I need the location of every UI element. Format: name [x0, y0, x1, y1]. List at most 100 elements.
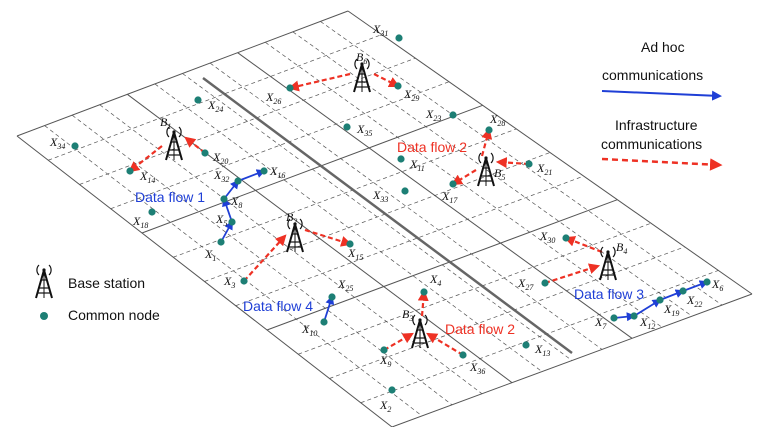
node-label-x10: X10	[301, 322, 317, 338]
node-x10	[320, 318, 328, 326]
legend-adhoc: Ad hoc communications	[601, 39, 722, 101]
node-label-x22: X22	[686, 293, 702, 309]
infra-link-b1-x14	[128, 145, 163, 173]
adhoc-link-x8-x32	[223, 179, 240, 200]
node-label-main: X	[594, 315, 603, 329]
node-label-main: X	[372, 22, 381, 36]
node-label-x18: X18	[132, 214, 148, 230]
node-label-x36: X36	[469, 360, 485, 376]
node-label-main: X	[213, 168, 222, 182]
node-x25	[328, 293, 336, 301]
node-label-main: X	[686, 293, 695, 307]
node-label-x5: X5	[215, 212, 227, 228]
node-label-main: X	[517, 276, 526, 290]
flow-label-3: Data flow 3	[574, 286, 644, 302]
node-label-main: X	[425, 107, 434, 121]
node-label-main: X	[215, 212, 224, 226]
base-station-label-b2: B2	[286, 210, 297, 226]
grid-line	[209, 62, 603, 350]
node-label-x27: X27	[517, 276, 534, 292]
legend-adhoc-arrow	[601, 90, 722, 101]
node-x33	[401, 187, 409, 195]
node-label-x9: X9	[379, 353, 391, 369]
node-x27	[541, 279, 549, 287]
node-label-x3: X3	[223, 274, 235, 290]
node-label-main: X	[265, 90, 274, 104]
node-label-x17: X17	[441, 189, 458, 205]
node-label-x6: X6	[711, 277, 723, 293]
infra-link-x21-b5	[495, 157, 530, 169]
node-label-x7: X7	[594, 315, 607, 331]
node-label-x35: X35	[356, 122, 372, 138]
node-x19	[656, 296, 664, 304]
node-x9	[380, 346, 388, 354]
infra-link-x3-b2	[243, 234, 287, 282]
node-x26	[286, 84, 294, 92]
node-label-sub: 36	[476, 367, 485, 376]
node-label-x28: X28	[489, 112, 505, 128]
grid-line	[265, 41, 663, 328]
node-label-sub: 8	[238, 201, 242, 210]
infra-link-x36-b3	[426, 332, 464, 356]
infra-link-b5-x17	[451, 169, 477, 186]
legend-common-node-label: Common node	[68, 307, 160, 323]
flow-label-1: Data flow 1	[135, 189, 205, 205]
node-label-main: X	[379, 398, 388, 412]
grid-line	[48, 34, 382, 161]
node-x17	[449, 180, 457, 188]
node-x23	[449, 111, 457, 119]
node-label-x13: X13	[534, 342, 550, 358]
node-label-sub: 20	[220, 157, 228, 166]
node-label-main: X	[409, 157, 418, 171]
node-label-main: X	[269, 164, 278, 178]
base-station-label-main: B	[402, 307, 410, 321]
legend-infra-arrow	[601, 157, 723, 171]
node-label-x14: X14	[139, 169, 155, 185]
adhoc-link-x19-x22	[659, 289, 685, 301]
infra-link-b6-x29	[373, 73, 400, 87]
node-label-main: X	[429, 272, 438, 286]
node-label-x20: X20	[212, 150, 228, 166]
node-label-x4: X4	[429, 272, 441, 288]
node-x36	[459, 351, 467, 359]
legend-base-station: Base station	[35, 264, 145, 299]
node-label-x16: X16	[269, 164, 285, 180]
node-label-main: X	[347, 246, 356, 260]
node-label-sub: 1	[212, 254, 216, 263]
base-station-label-b6: B6	[356, 50, 367, 66]
node-x18	[148, 208, 156, 216]
grid-line	[329, 246, 685, 379]
adhoc-link-x1-x5	[220, 220, 233, 243]
infra-link-x27-b4	[544, 263, 601, 285]
adhoc-link-x32-x16	[237, 169, 266, 182]
node-label-sub: 27	[525, 283, 534, 292]
node-label-sub: 29	[411, 94, 419, 103]
node-label-x33: X33	[372, 188, 388, 204]
node-x16	[260, 167, 268, 175]
node-x14	[126, 167, 134, 175]
node-label-sub: 13	[542, 349, 550, 358]
base-station-label-sub: 6	[363, 57, 367, 66]
node-label-x12: X12	[639, 315, 655, 331]
grid-line	[237, 52, 633, 339]
base-station-icon-b1	[165, 126, 183, 161]
node-x13	[522, 341, 530, 349]
grid-line	[320, 21, 723, 306]
node-label-sub: 26	[273, 97, 281, 106]
legend-infra-line2: communications	[601, 136, 702, 152]
node-x7	[610, 314, 618, 322]
infra-link-x20-b1	[184, 136, 206, 154]
node-label-sub: 5	[223, 219, 227, 228]
node-label-sub: 6	[719, 284, 723, 293]
node-label-x2: X2	[379, 398, 391, 414]
base-station-label-b5: B5	[494, 166, 505, 182]
node-label-main: X	[379, 353, 388, 367]
node-x29	[394, 82, 402, 90]
infra-link-b3-x4	[417, 289, 429, 317]
node-label-x19: X19	[663, 302, 679, 318]
infra-link-b4-x30	[563, 236, 603, 254]
node-label-sub: 16	[277, 171, 285, 180]
node-label-main: X	[301, 322, 310, 336]
